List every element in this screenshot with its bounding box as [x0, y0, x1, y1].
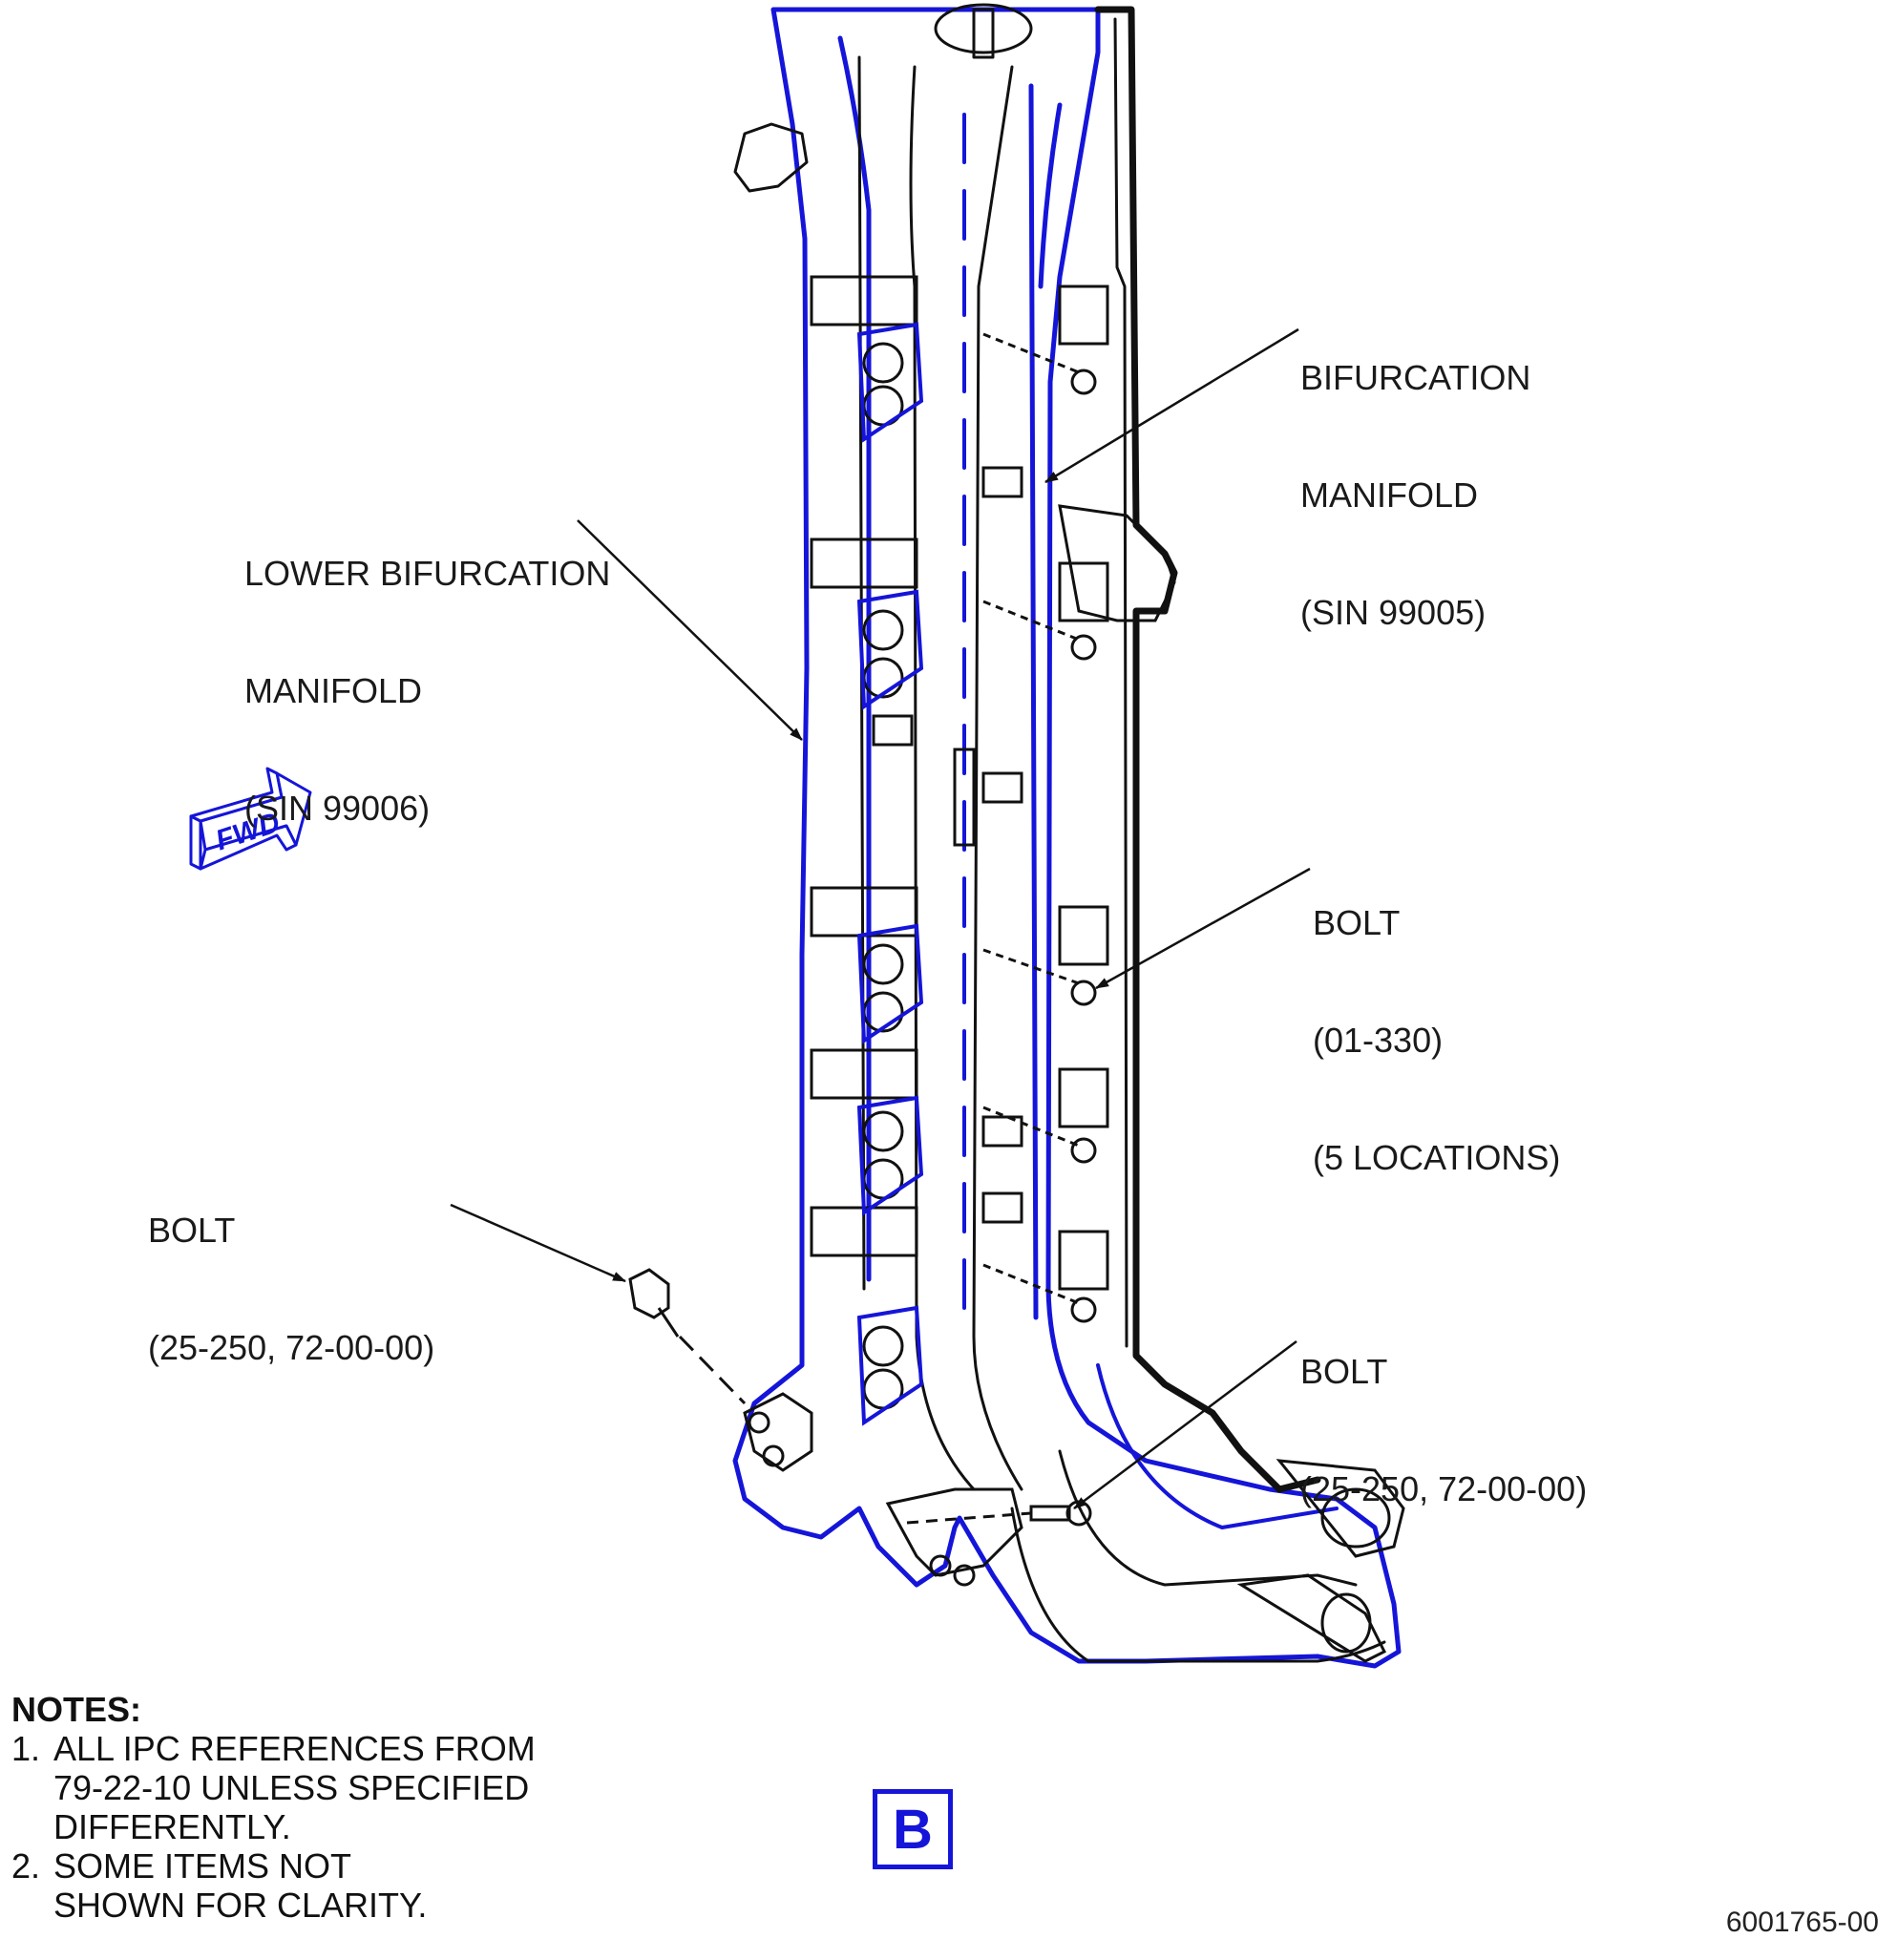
- leader-bifurcation-manifold: [1044, 327, 1299, 484]
- duct-outer-outline: [732, 7, 1402, 1669]
- view-label-box: B: [873, 1789, 953, 1869]
- leader-lower-bifurcation-manifold: [577, 519, 803, 741]
- notes-heading: NOTES:: [11, 1690, 142, 1729]
- callout-line: (5 LOCATIONS): [1313, 1138, 1561, 1177]
- note-number: 1.: [11, 1729, 41, 1768]
- callout-line: (01-330): [1313, 1021, 1444, 1060]
- lower-elbow-tube: [1010, 1507, 1386, 1663]
- bolt-25-250-right: [906, 1505, 1071, 1525]
- bolt-01-330-set: [982, 332, 1097, 1323]
- lower-flange: [743, 1392, 1405, 1663]
- inner-tube-right: [972, 65, 1023, 1491]
- note-item: 1. ALL IPC REFERENCES FROM 79-22-10 UNLE…: [11, 1729, 536, 1846]
- leader-bolt-left: [450, 1203, 626, 1283]
- leader-bolt-01-330: [1095, 867, 1311, 990]
- callout-line: BOLT: [1300, 1352, 1388, 1391]
- right-duct-outline: [1094, 6, 1321, 1493]
- callout-bolt-left: BOLT (25-250, 72-00-00): [148, 1132, 434, 1406]
- callout-line: (25-250, 72-00-00): [148, 1328, 435, 1367]
- callout-line: BOLT: [1313, 903, 1401, 942]
- fwd-direction-arrow-icon: FWD: [189, 767, 312, 871]
- callout-line: BOLT: [148, 1211, 236, 1250]
- callout-bifurcation-manifold: BIFURCATION MANIFOLD (SIN 99005): [1300, 280, 1530, 671]
- bolt-25-250-left: [628, 1268, 747, 1405]
- note-line: DIFFERENTLY.: [53, 1807, 291, 1846]
- leader-bolt-right: [1073, 1340, 1297, 1509]
- note-item: 2. SOME ITEMS NOT SHOWN FOR CLARITY.: [11, 1846, 536, 1925]
- callout-line: BIFURCATION: [1300, 358, 1531, 397]
- callout-lower-bifurcation-manifold: LOWER BIFURCATION MANIFOLD (SIN 99006): [244, 475, 610, 867]
- callout-line: (25-250, 72-00-00): [1300, 1469, 1588, 1508]
- note-line: SHOWN FOR CLARITY.: [53, 1886, 428, 1925]
- note-line: 79-22-10 UNLESS SPECIFIED: [53, 1768, 530, 1807]
- note-number: 2.: [11, 1846, 41, 1886]
- callout-line: MANIFOLD: [1300, 475, 1479, 515]
- left-clamp-brackets: [810, 275, 918, 1257]
- right-clamp-brackets: [1058, 285, 1176, 1291]
- notes-block: NOTES: 1. ALL IPC REFERENCES FROM 79-22-…: [11, 1690, 536, 1925]
- callout-bolt-right: BOLT (25-250, 72-00-00): [1300, 1274, 1587, 1548]
- note-line: SOME ITEMS NOT: [53, 1846, 352, 1886]
- callout-line: (SIN 99006): [244, 789, 431, 828]
- callout-line: MANIFOLD: [244, 671, 423, 710]
- clamp-nut-clusters: [856, 322, 924, 1426]
- callout-line: LOWER BIFURCATION: [244, 554, 611, 593]
- note-line: ALL IPC REFERENCES FROM: [53, 1729, 536, 1768]
- inner-tube-left: [909, 65, 976, 1491]
- callout-bolt-01-330: BOLT (01-330) (5 LOCATIONS): [1313, 825, 1560, 1216]
- callout-line: (SIN 99005): [1300, 593, 1487, 632]
- drawing-number: 6001765-00: [1725, 1907, 1879, 1938]
